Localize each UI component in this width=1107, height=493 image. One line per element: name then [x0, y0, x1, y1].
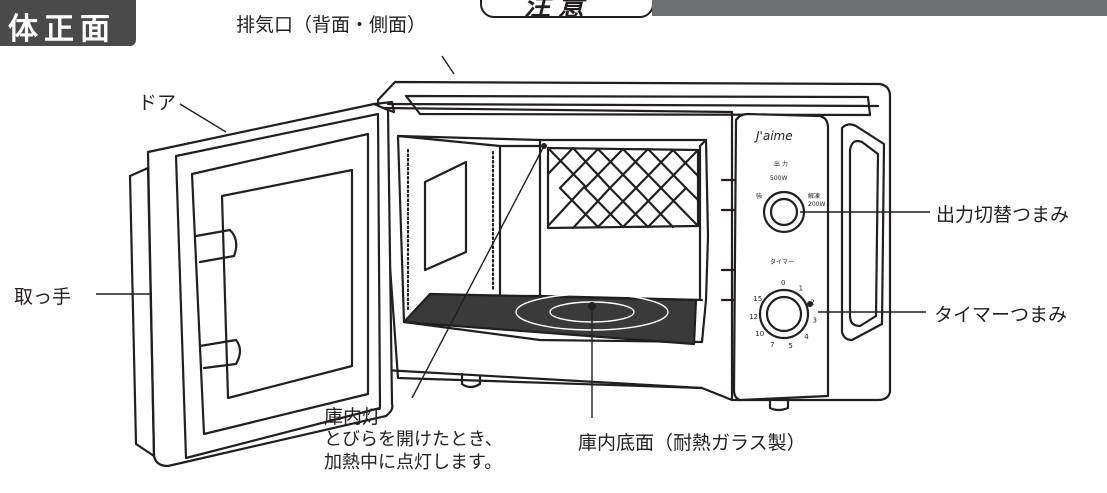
- brand-mark: J'aime: [754, 129, 793, 143]
- leader-door: [179, 103, 227, 133]
- caution-bar: [652, 0, 1107, 16]
- timer-tick-label: 0: [781, 279, 785, 287]
- power-500-label: 500W: [770, 175, 787, 182]
- leader-exhaust: [441, 55, 455, 75]
- timer-tick-label: 12: [749, 313, 758, 321]
- timer-tick-label: 5: [788, 342, 792, 350]
- control-panel: [720, 112, 830, 402]
- timer-tick-label: 1: [799, 284, 803, 292]
- leader-lamp: [411, 145, 545, 399]
- label-handle: 取っ手: [14, 286, 72, 308]
- section-title-tab: 体正面: [0, 0, 136, 47]
- door: [128, 100, 396, 468]
- power-thaw-label: 解凍: [808, 192, 820, 200]
- label-floor: 庫内底面（耐熱ガラス製）: [578, 432, 806, 454]
- cavity-floor: [402, 292, 698, 346]
- timer-tick-label: 2: [810, 298, 814, 306]
- timer-tick-label: 10: [755, 330, 764, 338]
- label-power-knob: 出力切替つまみ: [936, 204, 1070, 226]
- timer-title: タイマー: [770, 258, 794, 266]
- label-timer-knob: タイマーつまみ: [934, 304, 1068, 326]
- timer-tick-label: 4: [804, 333, 809, 341]
- lamp-note-line-2: 加熱中に点灯します。: [324, 452, 503, 473]
- caution-box: 注意: [480, 0, 654, 22]
- section-title: 体正面: [8, 12, 116, 47]
- lamp-note-line-1: とびらを開けたとき、: [324, 429, 503, 450]
- label-lamp: 庫内灯: [324, 406, 382, 428]
- caution-label: 注意: [524, 0, 593, 22]
- timer-tick-label: 3: [813, 317, 817, 325]
- power-title: 出 力: [774, 160, 788, 168]
- lamp-marker-dot: [541, 143, 547, 149]
- timer-marker-dot: [807, 301, 813, 307]
- power-200-label: 200W: [808, 201, 825, 208]
- timer-tick-label: 7: [770, 341, 774, 349]
- floor-marker-dot: [588, 302, 596, 310]
- label-exhaust: 排気口（背面・側面）: [236, 14, 427, 36]
- power-strong-label: 強: [756, 192, 762, 200]
- timer-tick-label: 15: [753, 295, 762, 303]
- label-door: ドア: [138, 92, 177, 114]
